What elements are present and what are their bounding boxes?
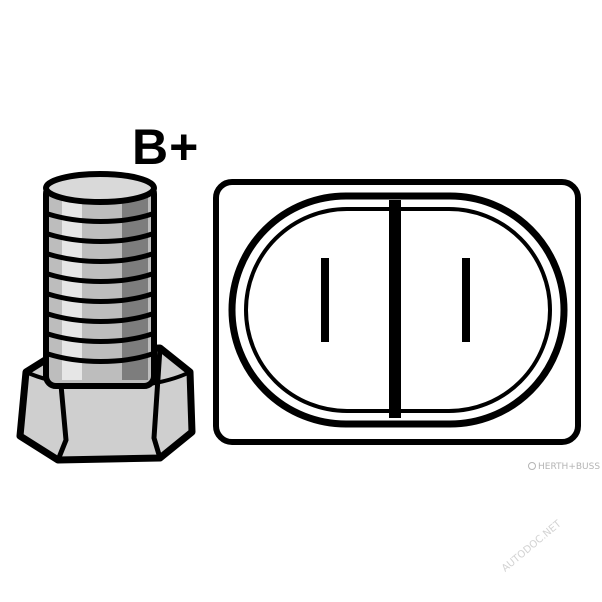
brand-watermark: HERTH+BUSS [528, 462, 600, 472]
plug-pin-right [462, 258, 470, 342]
plug-center-divider [389, 200, 401, 418]
two-pin-connector-plug-icon [213, 179, 581, 445]
plug-oval-outer [228, 192, 568, 428]
b-plus-terminal-bolt-icon [16, 171, 196, 464]
bolt-nut-facet-right [151, 347, 163, 459]
bolt-top-face [43, 171, 157, 205]
plug-pin-left [321, 258, 329, 342]
terminal-label: B+ [132, 119, 200, 175]
bolt-thread-lines [47, 211, 153, 364]
brand-logo-icon [528, 462, 536, 470]
brand-watermark-text: HERTH+BUSS [538, 462, 601, 472]
